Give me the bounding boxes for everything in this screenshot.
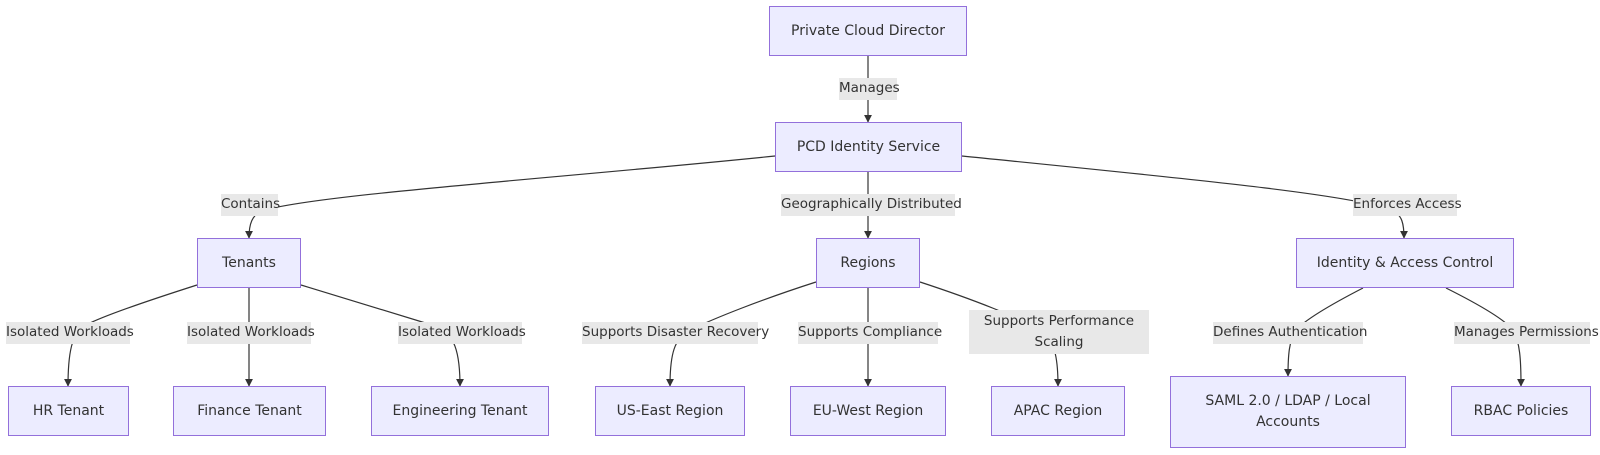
hr-tenant-node[interactable]: HR Tenant	[8, 386, 129, 436]
rbac-policies-node[interactable]: RBAC Policies	[1451, 386, 1591, 436]
private-cloud-director-label: Private Cloud Director	[791, 22, 945, 39]
isolated-workloads-finance-edge-label: Isolated Workloads	[187, 322, 315, 344]
manages-permissions-edge-label: Manages Permissions	[1454, 322, 1599, 344]
private-cloud-director-node[interactable]: Private Cloud Director	[769, 6, 967, 56]
isolated-workloads-engineering-edge-label: Isolated Workloads	[398, 322, 526, 344]
finance-tenant-label: Finance Tenant	[197, 402, 302, 419]
identity-access-control-label: Identity & Access Control	[1316, 254, 1494, 271]
regions-node[interactable]: Regions	[816, 238, 920, 288]
auth-methods-node[interactable]: SAML 2.0 / LDAP / Local Accounts	[1170, 376, 1406, 448]
supports-disaster-recovery-edge-label: Supports Disaster Recovery	[582, 322, 769, 344]
engineering-tenant-label: Engineering Tenant	[392, 402, 528, 419]
identity-access-control-node[interactable]: Identity & Access Control	[1296, 238, 1514, 288]
supports-compliance-edge-label: Supports Compliance	[798, 322, 942, 344]
engineering-tenant-node[interactable]: Engineering Tenant	[371, 386, 549, 436]
defines-authentication-edge-label: Defines Authentication	[1213, 322, 1368, 344]
apac-region-node[interactable]: APAC Region	[991, 386, 1125, 436]
finance-tenant-node[interactable]: Finance Tenant	[173, 386, 326, 436]
tenants-node[interactable]: Tenants	[197, 238, 301, 288]
contains-edge-label: Contains	[221, 194, 280, 216]
manages-edge-label: Manages	[839, 78, 900, 100]
edge-enforces-access	[961, 155, 1408, 239]
supports-performance-scaling-edge-label: Supports Performance Scaling	[969, 310, 1149, 354]
pcd-identity-service-node[interactable]: PCD Identity Service	[775, 122, 962, 172]
isolated-workloads-hr-edge-label: Isolated Workloads	[6, 322, 134, 344]
enforces-access-edge-label: Enforces Access	[1353, 194, 1462, 216]
pcd-identity-service-label: PCD Identity Service	[796, 138, 941, 155]
geographically-distributed-edge-label: Geographically Distributed	[781, 194, 962, 216]
regions-label: Regions	[840, 254, 896, 271]
auth-methods-label: SAML 2.0 / LDAP / Local Accounts	[1205, 393, 1371, 430]
tenants-label: Tenants	[222, 254, 276, 271]
eu-west-region-label: EU-West Region	[812, 402, 924, 419]
edge-contains	[245, 155, 776, 239]
us-east-region-node[interactable]: US-East Region	[595, 386, 745, 436]
eu-west-region-node[interactable]: EU-West Region	[790, 386, 946, 436]
rbac-policies-label: RBAC Policies	[1473, 402, 1569, 419]
us-east-region-label: US-East Region	[616, 402, 724, 419]
hr-tenant-label: HR Tenant	[32, 402, 105, 419]
apac-region-label: APAC Region	[1013, 402, 1103, 419]
